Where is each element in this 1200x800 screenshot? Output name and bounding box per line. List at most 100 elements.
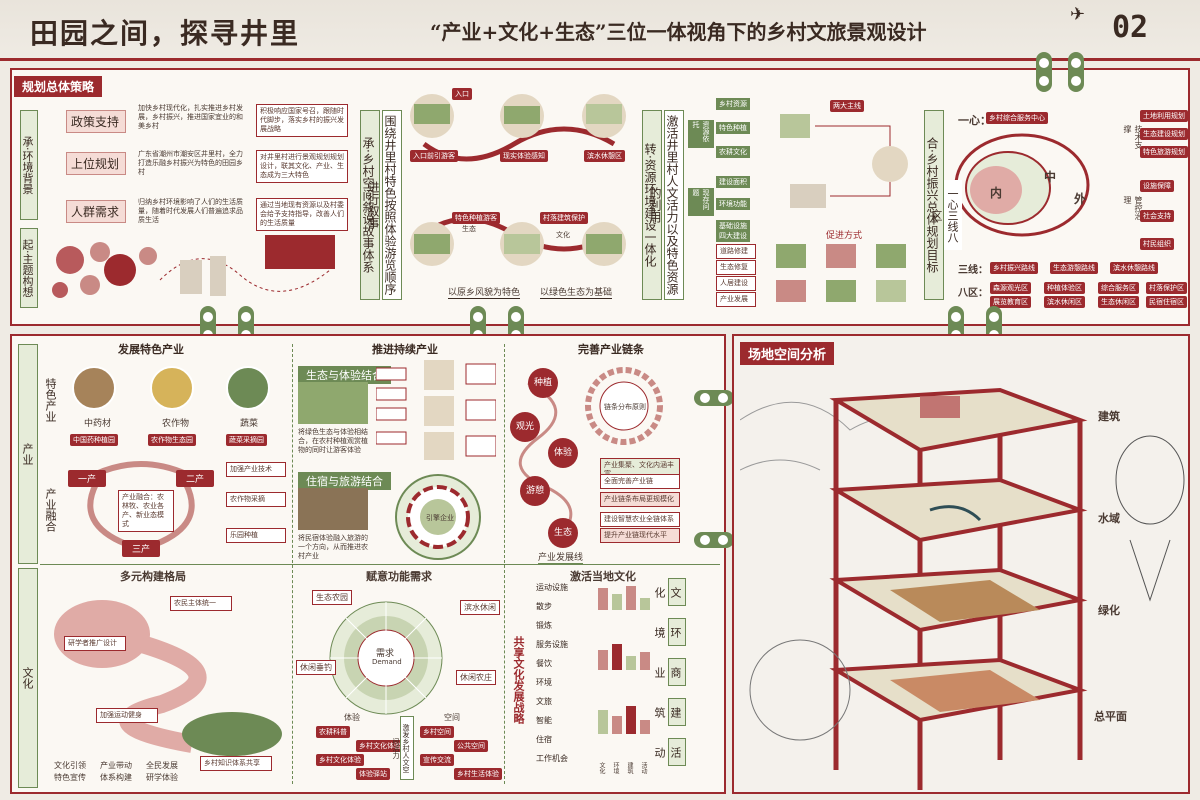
- share-col-2: 商业: [653, 658, 686, 686]
- share-col-1: 环境: [653, 618, 686, 646]
- site-layers-diagram: [740, 387, 1185, 790]
- two-lines: 两大主线: [830, 100, 864, 112]
- need-label-3: 休闲农庄: [456, 670, 496, 685]
- zhuan-text: 激活井里村人文活力以及特色资源的利用: [648, 110, 684, 300]
- multi-path: [54, 600, 282, 756]
- three-line-1: 生态游憩路线: [1050, 262, 1098, 274]
- need-row-2: 乡村文化体验: [316, 754, 364, 766]
- share-bar-sub-2: 建筑: [626, 762, 633, 774]
- share-title: 激活当地文化: [570, 570, 636, 583]
- eight-zone-5: 滨水休闲区: [1044, 296, 1085, 308]
- baseline-left: 以原乡风貌为特色: [448, 285, 521, 299]
- share-item-7: 智能: [536, 716, 552, 725]
- need-row-1: 乡村文化体验: [356, 740, 404, 752]
- res-item-5: 基础设施: [716, 220, 750, 232]
- res-item-4: 环境功能: [716, 198, 750, 210]
- right-sub-0: 土地利用规划: [1140, 110, 1188, 122]
- res-item-1: 特色种植: [716, 122, 750, 134]
- promote-pic: [826, 280, 856, 302]
- eight-zone-2: 综合服务区: [1098, 282, 1139, 294]
- need-row-7: 乡村生活体验: [454, 768, 502, 780]
- multi-bottom-1: 产业带动: [100, 761, 132, 770]
- special-sub-1: 农作物生态园: [148, 434, 196, 446]
- special-thumb-0: [72, 366, 116, 410]
- subtitle-quote: “产业+文化+生态”三位一体视角下的乡村文旅景观设计: [430, 20, 927, 44]
- need-bottom-0: 体验: [344, 713, 360, 722]
- divider: [40, 564, 720, 565]
- multi-node-1: 研学者推广设计: [64, 636, 126, 651]
- share-item-3: 服务设施: [536, 640, 568, 649]
- chain-center: 链条分布原则: [604, 403, 646, 411]
- need-label-0: 生态农园: [312, 590, 352, 605]
- need-label-2: 休闲垂钓: [296, 660, 336, 675]
- bg-text-1: 广东省潮州市潮安区井里村，全力打造乐融乡村振兴为特色的田园乡村: [138, 150, 243, 176]
- eight-label: 八区：: [958, 288, 988, 299]
- eight-zone-4: 展览教育区: [990, 296, 1031, 308]
- need-row-5: 公共空间: [454, 740, 488, 752]
- special-sub-2: 蔬菜采摘园: [226, 434, 267, 446]
- one-heart-text: 乡村综合服务中心: [986, 112, 1048, 124]
- chain-wheel: [585, 367, 663, 445]
- share-grid: [598, 586, 650, 734]
- layer-label-1: 水域: [1098, 512, 1120, 525]
- stay-tour-title: 住宿与旅游结合: [298, 472, 391, 490]
- eight-zone-6: 生态休闲区: [1098, 296, 1139, 308]
- three-line-2: 滨水休憩路线: [1110, 262, 1158, 274]
- triad-right-2: 乐园种植: [226, 528, 286, 543]
- need-bottom-1: 空间: [444, 713, 460, 722]
- cheng-label: 承·乡村空间叙说故事体系: [360, 110, 380, 300]
- planning-title: 规划总体策略: [14, 76, 103, 97]
- special-label-0: 中药材: [84, 419, 112, 429]
- eight-zone-7: 民宿住宿区: [1146, 296, 1187, 308]
- push-title: 推进持续产业: [372, 343, 438, 356]
- triad-right-1: 农作物采摘: [226, 492, 286, 507]
- connector-knob: [1068, 52, 1084, 92]
- chain-right-4: 提升产业链现代水平: [600, 528, 680, 543]
- story-flow: [410, 94, 626, 266]
- multi-title: 多元构建格局: [120, 570, 186, 583]
- push-wheel: [395, 474, 481, 560]
- zhuan-label: 转·资源环境建设一体化: [642, 110, 662, 300]
- chain-right-3: 建设智慧农业全链体系: [600, 512, 680, 527]
- res-item-0: 乡村资源: [716, 98, 750, 110]
- share-item-5: 环境: [536, 678, 552, 687]
- need-wheel: [329, 601, 443, 715]
- promote-pic: [776, 244, 806, 268]
- flow-label-5: 村落建筑保护: [540, 212, 588, 224]
- right-sub-2: 特色旅游规划: [1140, 146, 1188, 158]
- share-item-6: 文旅: [536, 697, 552, 706]
- ring-label-outer: 外: [1074, 192, 1087, 206]
- res-diagram: [780, 114, 908, 208]
- special-label-2: 蔬菜: [240, 419, 259, 429]
- promote-label: 促进方式: [826, 231, 863, 241]
- chain-curve: [518, 381, 573, 540]
- bg-text2-2: 通过当地现有资源以及村委会给予支持指导，改善人们的生活质量: [256, 198, 348, 231]
- need-center: 需求: [376, 649, 395, 659]
- one-heart-label: 一心：: [958, 114, 991, 127]
- connector-knob: [694, 532, 734, 548]
- bg-text2-1: 对井里村进行景观规划规划设计，联其文化、产业、生态成为三大特色: [256, 150, 348, 183]
- need-vert: 激发乡村人文空间活力: [392, 716, 414, 780]
- share-vert: 共享文化发展战略: [512, 636, 525, 724]
- connector-knob: [694, 390, 734, 406]
- flow-label-2: 现实体验感知: [500, 150, 548, 162]
- ring-label-middle: 中: [1044, 170, 1057, 184]
- triad-right-0: 加强产业技术: [226, 462, 286, 477]
- multi-bottom-5: 研学体验: [146, 773, 178, 782]
- share-list: 运动设施 散步 锻炼 服务设施 餐饮 环境 文旅 智能 住宿 工作机会: [536, 582, 586, 772]
- ring-diagram: [954, 133, 1090, 237]
- flow-label-0: 入口: [452, 88, 472, 100]
- share-item-2: 锻炼: [536, 621, 552, 630]
- share-item-4: 餐饮: [536, 659, 552, 668]
- dev-title: 发展特色产业: [118, 343, 184, 356]
- promote-pic: [876, 244, 906, 268]
- four-build: 四大建设: [716, 230, 750, 242]
- eight-zone-1: 种植体验区: [1044, 282, 1085, 294]
- chain-circle-2: 体验: [548, 438, 578, 468]
- ring-label-inner: 内: [990, 186, 1003, 200]
- chain-circle-4: 生态: [548, 518, 578, 548]
- eight-zone-0: 森源观光区: [990, 282, 1031, 294]
- share-bar-sub-0: 文化: [598, 762, 605, 774]
- special-thumb-2: [226, 366, 270, 410]
- res-group-1: 现存问题: [688, 188, 714, 216]
